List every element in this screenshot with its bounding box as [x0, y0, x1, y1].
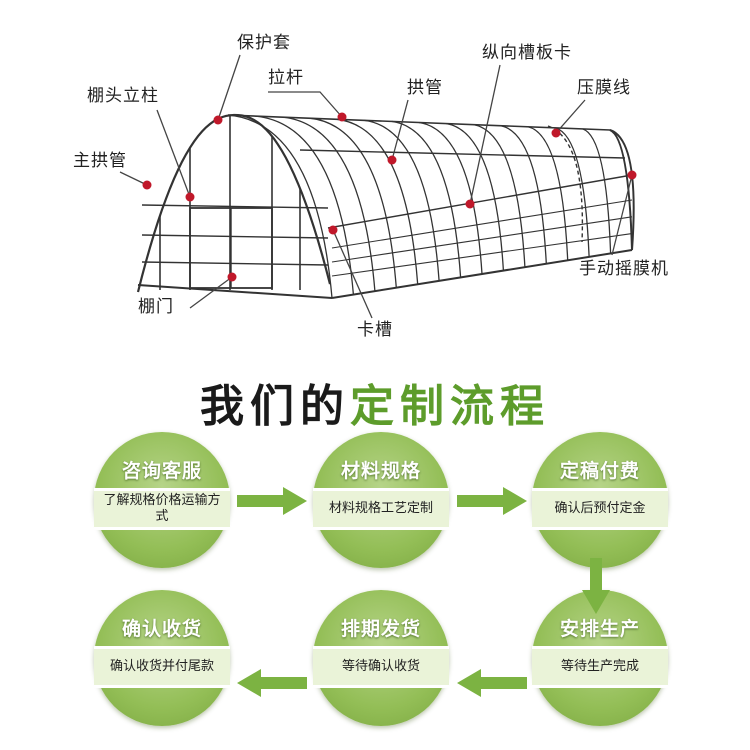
side-arch	[500, 125, 547, 264]
marker-dot	[142, 180, 152, 190]
leader-line	[555, 99, 586, 134]
side-arch	[255, 115, 355, 295]
callout-markers	[142, 112, 637, 282]
side-arch	[582, 128, 612, 254]
arrow-right-1	[237, 487, 307, 515]
label-gable-column: 棚头立柱	[87, 86, 159, 106]
arrow-right-2	[457, 487, 527, 515]
side-arch	[527, 126, 569, 261]
marker-dot	[337, 112, 347, 122]
side-arch	[364, 119, 440, 281]
label-main-arch-pipe: 主拱管	[73, 151, 127, 171]
step-consult: 咨询客服 了解规格价格运输方式	[94, 432, 230, 568]
side-base	[331, 249, 633, 299]
marker-dot	[328, 225, 338, 235]
process-title-prefix: 我们的	[200, 381, 350, 432]
front-gable-arch	[136, 113, 332, 293]
side-arch	[555, 127, 590, 257]
marker-dot	[227, 272, 237, 282]
arrow-down	[582, 558, 610, 614]
step-material-spec-desc: 材料规格工艺定制	[313, 488, 449, 530]
marker-dot	[551, 128, 561, 138]
step-consult-title: 咨询客服	[121, 460, 202, 482]
step-confirm-receipt-desc: 确认收货并付尾款	[94, 646, 230, 688]
side-arch	[473, 123, 526, 268]
step-shipping: 排期发货 等待确认收货	[313, 590, 449, 726]
greenhouse-structure-diagram	[119, 54, 637, 319]
side-arch	[227, 114, 333, 299]
side-arch	[609, 129, 633, 251]
arrow-left-2	[237, 669, 307, 697]
gable-bar	[141, 261, 329, 266]
leader-line	[268, 91, 343, 118]
step-production-title: 安排生产	[559, 618, 640, 640]
step-confirm-receipt-title: 确认收货	[121, 618, 202, 640]
greenhouse-frame	[136, 113, 635, 299]
gable-bar	[141, 234, 329, 239]
gable-bar	[141, 204, 329, 209]
marker-dot	[465, 199, 475, 209]
callout-leader-lines	[119, 54, 633, 319]
leader-line	[469, 64, 501, 205]
step-material-spec-title: 材料规格	[340, 460, 421, 482]
marker-dot	[627, 170, 637, 180]
front-base	[137, 284, 333, 299]
leader-line	[119, 171, 148, 186]
label-shed-door: 棚门	[138, 297, 174, 317]
marker-dot	[185, 192, 195, 202]
back-gable	[609, 129, 635, 251]
process-title: 我们的定制流程	[0, 385, 750, 429]
label-manual-film-roller: 手动摇膜机	[579, 259, 669, 279]
side-arch	[391, 120, 462, 278]
label-clamp-channel: 卡槽	[357, 320, 393, 340]
side-arch	[282, 116, 376, 292]
step-shipping-title: 排期发货	[340, 618, 421, 640]
leader-line	[611, 174, 633, 256]
arrow-left-1	[457, 669, 527, 697]
label-longitudinal-channel-card: 纵向槽板卡	[482, 43, 572, 63]
side-arch	[337, 118, 419, 285]
side-arch	[418, 121, 483, 275]
step-finalize-pay-desc: 确认后预付定金	[532, 488, 668, 530]
step-confirm-receipt: 确认收货 确认收货并付尾款	[94, 590, 230, 726]
step-consult-desc: 了解规格价格运输方式	[94, 488, 230, 530]
step-production-desc: 等待生产完成	[532, 646, 668, 688]
step-finalize-pay: 定稿付费 确认后预付定金	[532, 432, 668, 568]
side-arch	[446, 122, 505, 271]
side-rail	[331, 216, 633, 263]
step-shipping-desc: 等待确认收货	[313, 646, 449, 688]
side-arch	[309, 117, 397, 288]
marker-dot	[213, 115, 223, 125]
leader-line	[156, 109, 191, 198]
marker-dot	[387, 155, 397, 165]
leader-line	[391, 99, 409, 161]
purlin	[327, 174, 633, 229]
step-material-spec: 材料规格 材料规格工艺定制	[313, 432, 449, 568]
step-finalize-pay-title: 定稿付费	[559, 460, 640, 482]
leader-line	[332, 229, 373, 319]
purlin	[299, 149, 626, 159]
process-title-accent: 定制流程	[350, 381, 550, 432]
step-production: 安排生产 等待生产完成	[532, 590, 668, 726]
ridge	[227, 114, 611, 131]
leader-line	[217, 54, 241, 121]
label-arch-pipe: 拱管	[407, 78, 443, 98]
label-protective-sleeve: 保护套	[237, 33, 291, 53]
label-film-pressing-line: 压膜线	[577, 78, 631, 98]
leader-line	[189, 276, 233, 309]
label-tie-rod: 拉杆	[268, 68, 304, 88]
